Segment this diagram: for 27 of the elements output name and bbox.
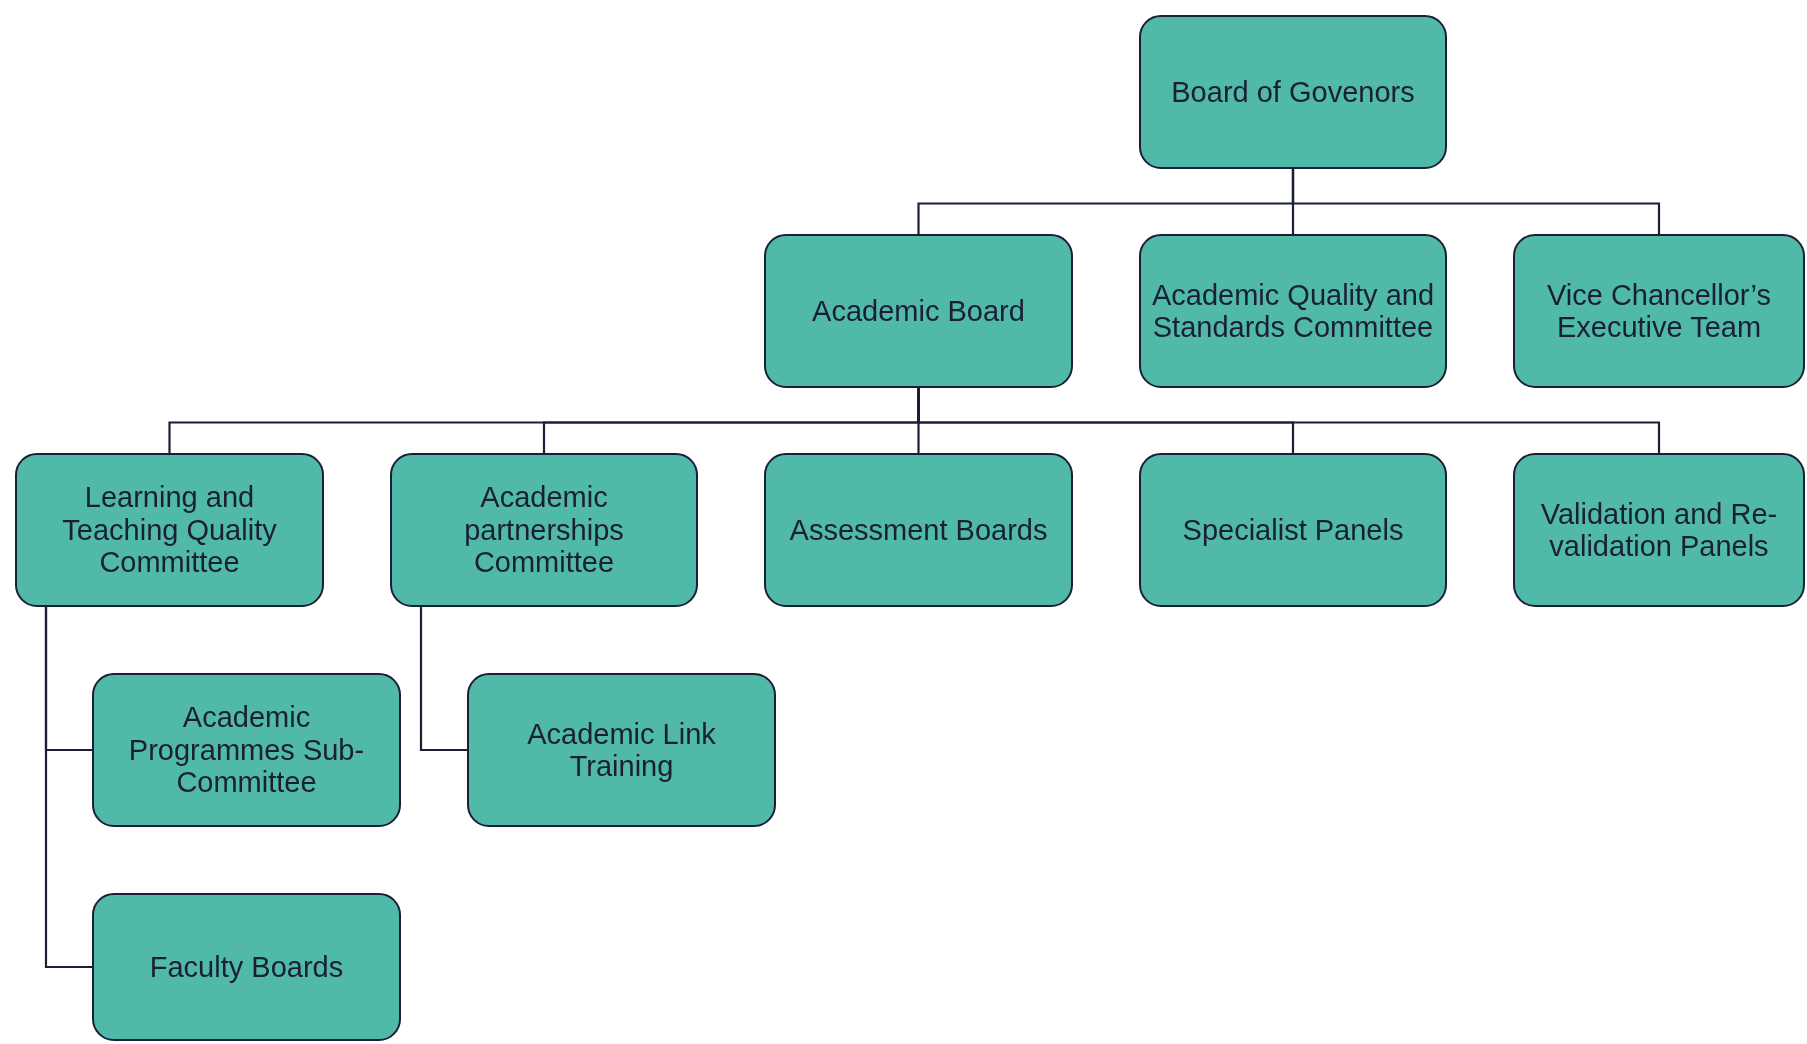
- committee-name: Assessment Boards: [789, 513, 1048, 547]
- committee-name: Academic partnerships Committee: [463, 481, 625, 579]
- connector-line: [419, 607, 467, 752]
- committee-box: [92, 893, 401, 1041]
- committee-name: Academic Board: [812, 294, 1025, 328]
- committee-name: Academic Link Training: [526, 717, 717, 783]
- committee-box: [15, 453, 324, 607]
- committee-box: [390, 453, 698, 607]
- committee-box: [467, 673, 776, 827]
- committee-name: Vice Chancellor’s Executive Team: [1545, 278, 1773, 344]
- committee-name: Specialist Panels: [1182, 513, 1404, 547]
- connector-line: [1291, 169, 1661, 234]
- committee-box: [1513, 234, 1805, 388]
- committee-name: Academic Programmes Sub-Committee: [127, 701, 366, 799]
- committee-box: [764, 234, 1073, 388]
- committee-box: [764, 453, 1073, 607]
- committee-box: [1139, 234, 1447, 388]
- committee-box: [1513, 453, 1805, 607]
- committee-box: [1139, 453, 1447, 607]
- committee-name: Faculty Boards: [149, 950, 344, 984]
- committee-name: Academic Quality and Standards Committee: [1150, 278, 1436, 344]
- committee-box: [92, 673, 401, 827]
- committee-name: Validation and Re-validation Panels: [1539, 497, 1779, 563]
- connector-line: [44, 607, 92, 969]
- committee-name: Board of Govenors: [1171, 75, 1415, 109]
- committee-name: Learning and Teaching Quality Committee: [61, 481, 278, 579]
- committee-box: [1139, 15, 1447, 169]
